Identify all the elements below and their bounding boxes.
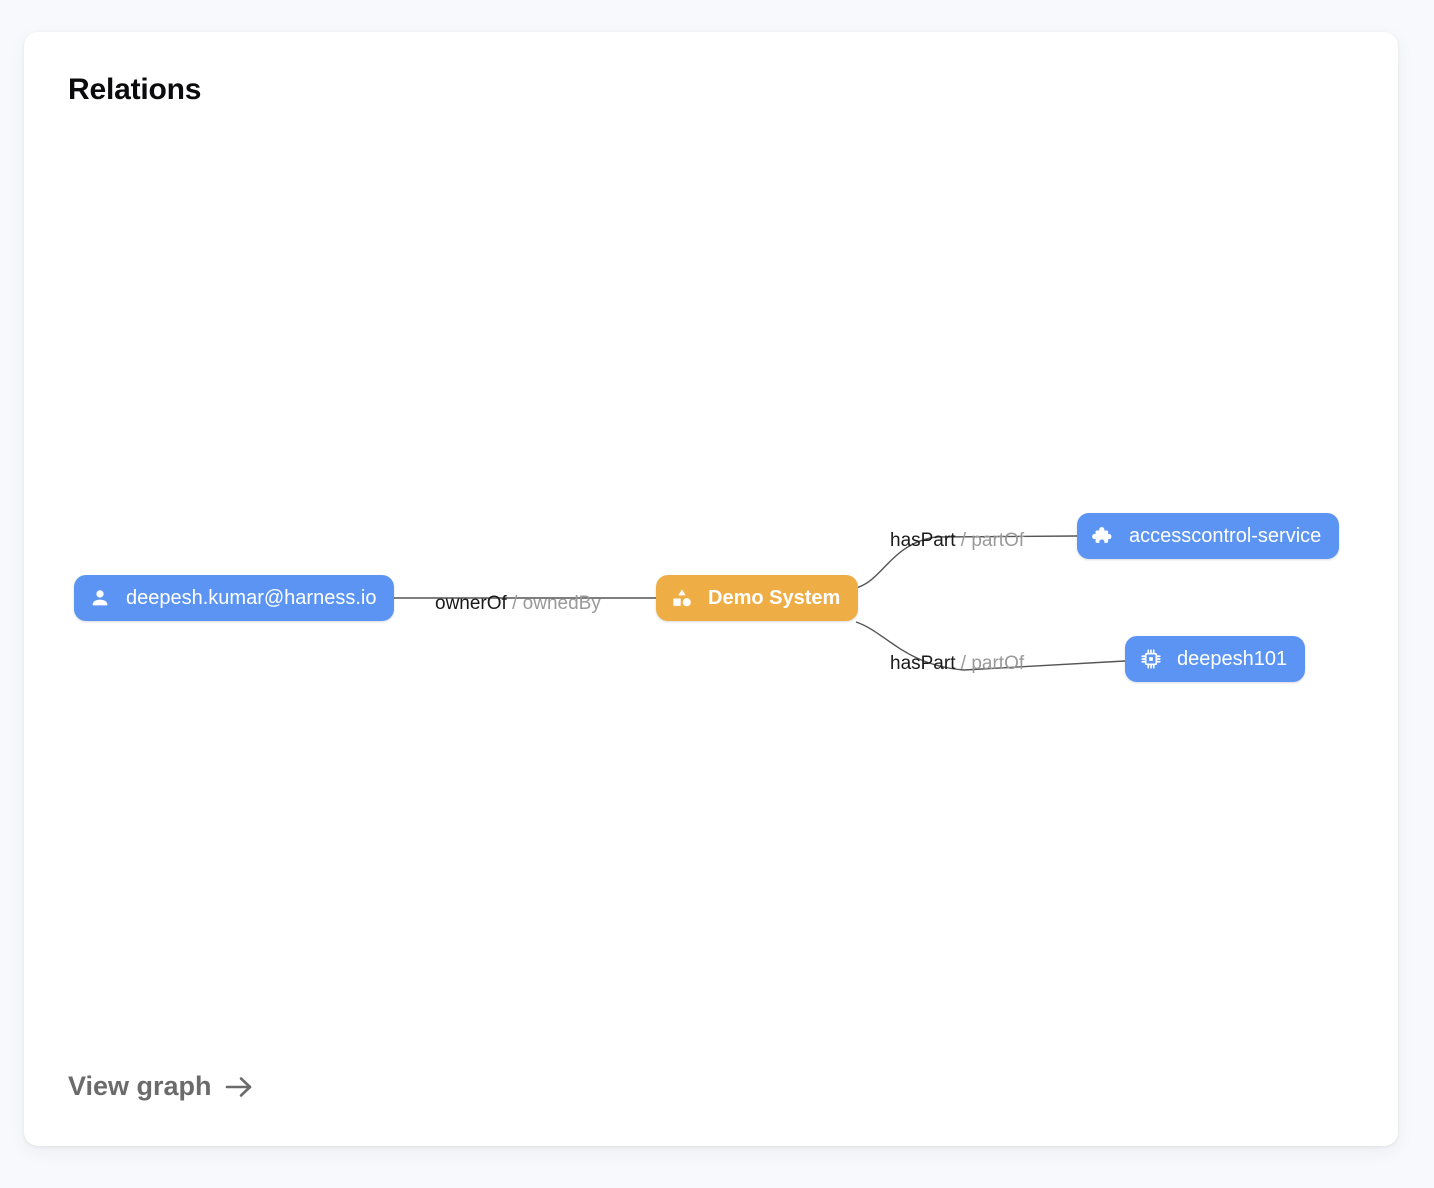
graph-node-user[interactable]: deepesh.kumar@harness.io: [74, 575, 395, 621]
edge-label-haspart-component: hasPart / partOf: [890, 653, 1024, 675]
puzzle-piece-icon: [1091, 524, 1115, 548]
graph-node-service[interactable]: accesscontrol-service: [1077, 513, 1340, 559]
relations-graph[interactable]: deepesh.kumar@harness.io Demo System acc…: [24, 32, 1398, 1146]
relation-separator: /: [960, 653, 967, 674]
relation-reverse-label: partOf: [971, 530, 1025, 551]
edge-label-haspart-service: hasPart / partOf: [890, 530, 1024, 552]
graph-node-label: deepesh.kumar@harness.io: [126, 586, 377, 609]
page-title: Relations: [68, 73, 202, 106]
relation-separator: /: [960, 530, 967, 551]
chip-icon: [1139, 647, 1163, 671]
person-icon: [88, 586, 112, 610]
graph-node-label: Demo System: [708, 586, 841, 609]
graph-node-label: accesscontrol-service: [1129, 524, 1322, 547]
relation-forward-label: hasPart: [890, 653, 956, 674]
relations-card: Relations deepesh.kumar@harness.io: [24, 32, 1398, 1146]
shapes-icon: [670, 586, 694, 610]
relation-forward-label: hasPart: [890, 530, 956, 551]
arrow-right-icon: [224, 1074, 254, 1100]
graph-node-label: deepesh101: [1177, 647, 1288, 670]
edge-label-ownerof: ownerOf / ownedBy: [435, 593, 601, 615]
graph-node-system[interactable]: Demo System: [656, 575, 859, 621]
relation-forward-label: ownerOf: [435, 593, 507, 614]
relation-separator: /: [512, 593, 518, 614]
relation-reverse-label: ownedBy: [522, 593, 601, 614]
view-graph-label: View graph: [68, 1071, 212, 1101]
view-graph-link[interactable]: View graph: [68, 1071, 254, 1102]
relation-reverse-label: partOf: [971, 653, 1025, 674]
graph-node-component[interactable]: deepesh101: [1125, 636, 1306, 682]
